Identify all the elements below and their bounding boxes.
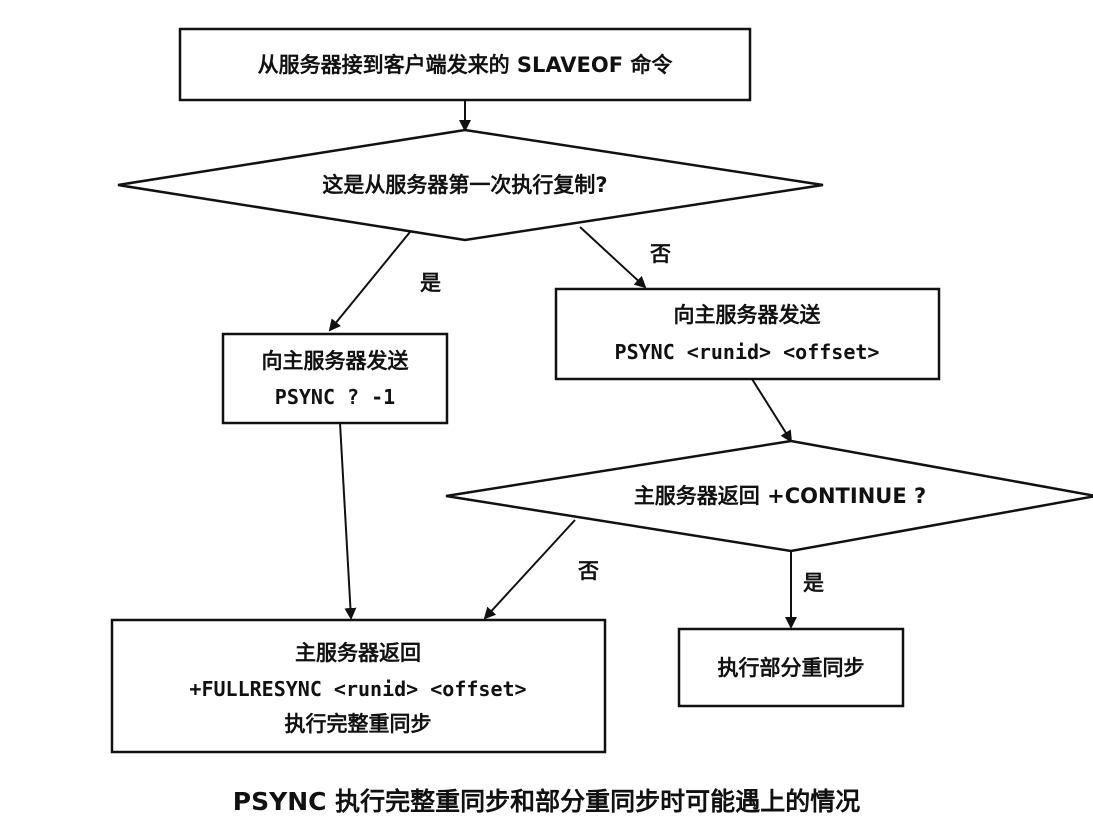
send-full-psync-line1: 向主服务器发送	[262, 349, 410, 373]
edge-first-no	[579, 226, 647, 289]
edge-partial-to-continue	[751, 378, 793, 443]
full-resync-line2: +FULLRESYNC <runid> <offset>	[189, 677, 526, 701]
edge-label-first-yes: 是	[420, 271, 441, 295]
send-partial-psync-node: 向主服务器发送 PSYNC <runid> <offset>	[554, 287, 941, 381]
send-full-psync-node: 向主服务器发送 PSYNC ? -1	[221, 332, 449, 425]
edge-label-first-no: 否	[650, 242, 671, 266]
continue-decision-text: 主服务器返回 +CONTINUE ?	[634, 484, 926, 508]
send-full-psync-line2: PSYNC ? -1	[275, 385, 395, 409]
diagram-caption: PSYNC 执行完整重同步和部分重同步时可能遇上的情况	[232, 787, 861, 816]
edge-first-yes	[328, 231, 411, 332]
edge-label-continue-yes: 是	[803, 571, 824, 595]
partial-resync-node: 执行部分重同步	[677, 627, 905, 708]
start-node: 从服务器接到客户端发来的 SLAVEOF 命令	[178, 27, 752, 102]
full-resync-node: 主服务器返回 +FULLRESYNC <runid> <offset> 执行完整…	[110, 618, 607, 754]
first-time-decision-text: 这是从服务器第一次执行复制?	[322, 173, 607, 197]
partial-resync-text: 执行部分重同步	[718, 656, 865, 680]
full-resync-line1: 主服务器返回	[295, 641, 421, 665]
full-resync-line3: 执行完整重同步	[285, 712, 432, 736]
edge-label-continue-no: 否	[578, 559, 599, 583]
first-time-decision: 这是从服务器第一次执行复制?	[117, 128, 824, 242]
send-partial-psync-line1: 向主服务器发送	[674, 303, 822, 327]
edge-send-full-to-resync	[339, 422, 357, 620]
send-partial-psync-line2: PSYNC <runid> <offset>	[615, 340, 880, 364]
continue-decision: 主服务器返回 +CONTINUE ?	[445, 439, 1093, 553]
edge-continue-no	[483, 519, 576, 620]
start-node-text: 从服务器接到客户端发来的 SLAVEOF 命令	[258, 53, 674, 77]
